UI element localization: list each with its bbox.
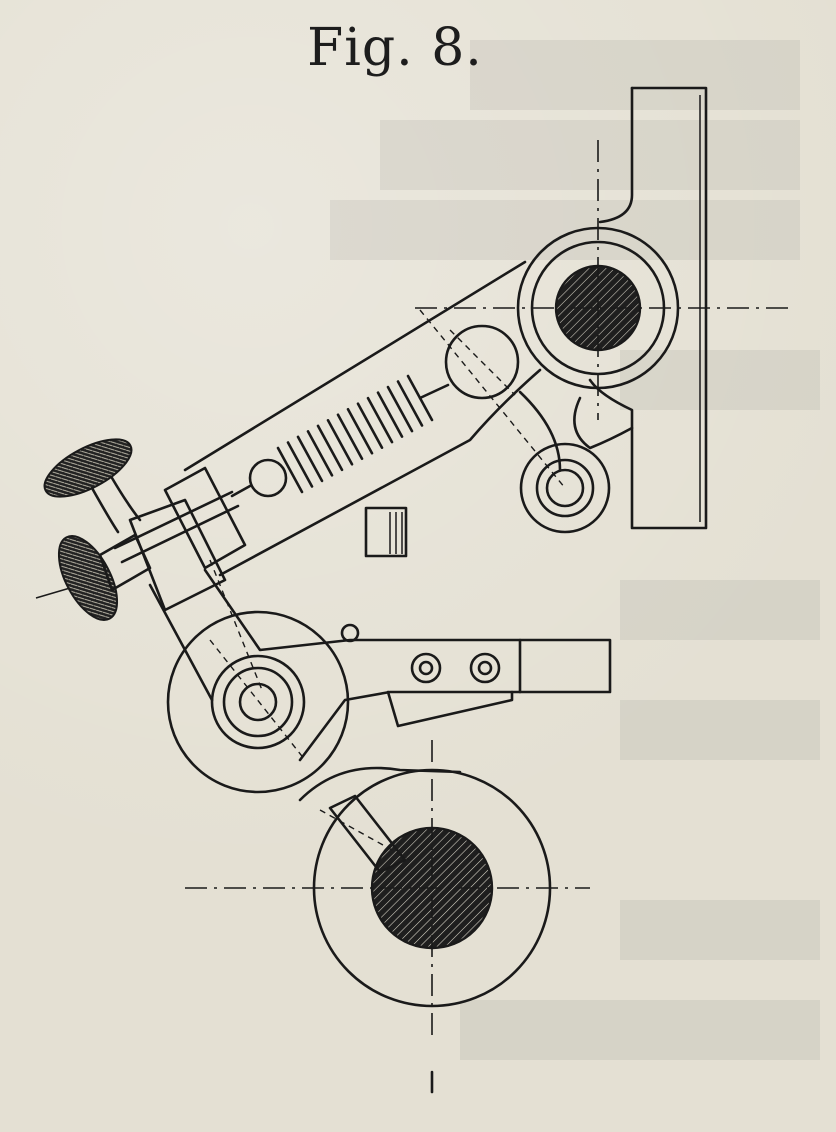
figure-title: Fig. 8. <box>307 18 483 78</box>
spring-coil <box>386 385 414 433</box>
spring-coil <box>306 430 334 477</box>
lever-pivot <box>166 610 350 794</box>
lower-roller <box>519 442 611 534</box>
spring-eye <box>248 458 288 498</box>
spring-coil <box>336 413 364 461</box>
top-pivot <box>415 140 790 420</box>
spring-coil <box>276 446 304 494</box>
spring-coil <box>356 402 384 449</box>
knurled-knob-lower <box>35 533 152 621</box>
spring-coil <box>286 441 314 488</box>
knurled-knob-upper <box>43 438 142 534</box>
spring-coil <box>326 419 354 466</box>
lever-nut-right <box>469 652 501 684</box>
bent-lever <box>148 559 612 762</box>
spring-coil <box>316 424 344 472</box>
spring-coil <box>296 435 324 483</box>
lever-nut-left <box>410 652 442 684</box>
screw-housing <box>113 466 247 612</box>
spring-coil <box>376 391 404 438</box>
slide-block <box>364 506 408 558</box>
spring-coil <box>346 407 374 455</box>
spring-coil <box>396 380 424 427</box>
tension-spring <box>230 374 450 498</box>
spring-coil <box>366 396 394 444</box>
upper-arm <box>183 260 566 577</box>
bottom-disk <box>185 740 590 1094</box>
small-roller <box>444 324 520 400</box>
show-through-text <box>330 40 820 1060</box>
